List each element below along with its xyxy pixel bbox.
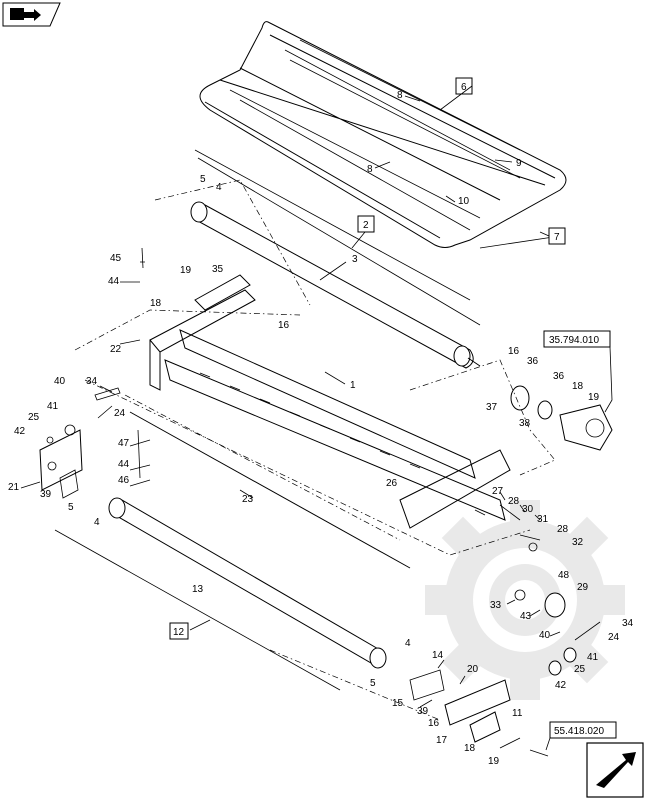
callout-19: 19: [588, 392, 600, 403]
right-drive-parts: [474, 385, 613, 676]
callout-40: 40: [539, 630, 551, 641]
belt-assembly: [194, 21, 567, 301]
boxed-callout-12: 12: [169, 622, 189, 640]
callout-10: 10: [458, 196, 470, 207]
callout-5: 5: [200, 174, 206, 185]
book-arrow-icon[interactable]: [2, 2, 61, 27]
callout-20: 20: [467, 664, 479, 675]
callout-39: 39: [40, 489, 52, 500]
callout-48: 48: [558, 570, 570, 581]
callout-text: 12: [173, 627, 185, 638]
callout-19: 19: [180, 265, 192, 276]
callout-41: 41: [587, 652, 599, 663]
callout-34: 34: [622, 618, 634, 629]
callout-36: 36: [553, 371, 565, 382]
callout-39: 39: [417, 706, 429, 717]
callout-24: 24: [608, 632, 620, 643]
callout-11: 11: [512, 708, 523, 719]
phantom-lines: [74, 179, 556, 721]
callout-28: 28: [508, 496, 520, 507]
callout-13: 13: [192, 584, 204, 595]
boxed-callout-7: 7: [548, 227, 566, 245]
lower-right-bracket: [409, 669, 549, 757]
callout-31: 31: [537, 514, 549, 525]
reference-text: 35.794.010: [549, 335, 599, 346]
range-brackets: [54, 157, 481, 691]
callout-47: 47: [118, 438, 130, 449]
callout-36: 36: [527, 356, 539, 367]
callout-18: 18: [572, 381, 584, 392]
callout-37: 37: [486, 402, 498, 413]
roller-frame: [149, 274, 511, 529]
next-page-arrow-icon[interactable]: [586, 742, 644, 798]
callout-38: 38: [519, 418, 531, 429]
callout-43: 43: [520, 611, 532, 622]
callout-29: 29: [577, 582, 589, 593]
callout-44: 44: [118, 459, 130, 470]
callout-5: 5: [370, 678, 376, 689]
callout-text: 7: [554, 232, 560, 243]
callout-text: 2: [363, 220, 369, 231]
callout-labels: 1 3 4 4 4 5 5 5 8 8 9 10 11 13 14 15 16 …: [8, 90, 634, 767]
callout-8: 8: [367, 164, 373, 175]
callout-17: 17: [436, 735, 448, 746]
callout-4: 4: [94, 517, 100, 528]
callout-15: 15: [392, 698, 404, 709]
callout-4: 4: [405, 638, 411, 649]
callout-28: 28: [557, 524, 569, 535]
callout-16: 16: [428, 718, 440, 729]
callout-25: 25: [574, 664, 586, 675]
callout-32: 32: [572, 537, 584, 548]
callout-46: 46: [118, 475, 130, 486]
callout-14: 14: [432, 650, 444, 661]
boxed-callout-2: 2: [357, 215, 375, 233]
callout-25: 25: [28, 412, 40, 423]
callout-23: 23: [242, 494, 254, 505]
callout-27: 27: [492, 486, 504, 497]
reference-55-418-020[interactable]: 55.418.020: [545, 721, 617, 751]
callout-33: 33: [490, 600, 502, 611]
callout-30: 30: [522, 504, 534, 515]
reference-text: 55.418.020: [554, 726, 604, 737]
reference-35-794-010[interactable]: 35.794.010: [543, 330, 613, 413]
tension-rod: [129, 411, 411, 569]
callout-19: 19: [488, 756, 500, 767]
callout-42: 42: [14, 426, 26, 437]
callout-18: 18: [150, 298, 162, 309]
callout-18: 18: [464, 743, 476, 754]
callout-4: 4: [216, 182, 222, 193]
gear-watermark-icon: [425, 500, 625, 700]
callout-24: 24: [114, 408, 126, 419]
callout-44: 44: [108, 276, 120, 287]
callout-40: 40: [54, 376, 66, 387]
callout-8: 8: [397, 90, 403, 101]
callout-3: 3: [352, 254, 358, 265]
callout-text: 6: [461, 82, 467, 93]
upper-drive-roller: [190, 201, 481, 369]
callout-21: 21: [8, 482, 20, 493]
callout-42: 42: [555, 680, 567, 691]
callout-35: 35: [212, 264, 224, 275]
callout-16: 16: [278, 320, 290, 331]
lower-roller: [108, 497, 387, 669]
callout-5: 5: [68, 502, 74, 513]
callout-41: 41: [47, 401, 59, 412]
callout-9: 9: [516, 158, 522, 169]
left-bearing-assembly: [39, 247, 144, 499]
callout-16: 16: [508, 346, 520, 357]
callout-22: 22: [110, 344, 122, 355]
callout-1: 1: [350, 380, 356, 391]
callout-26: 26: [386, 478, 398, 489]
callout-34: 34: [86, 376, 98, 387]
callout-45: 45: [110, 253, 122, 264]
leader-lines: [20, 85, 561, 708]
